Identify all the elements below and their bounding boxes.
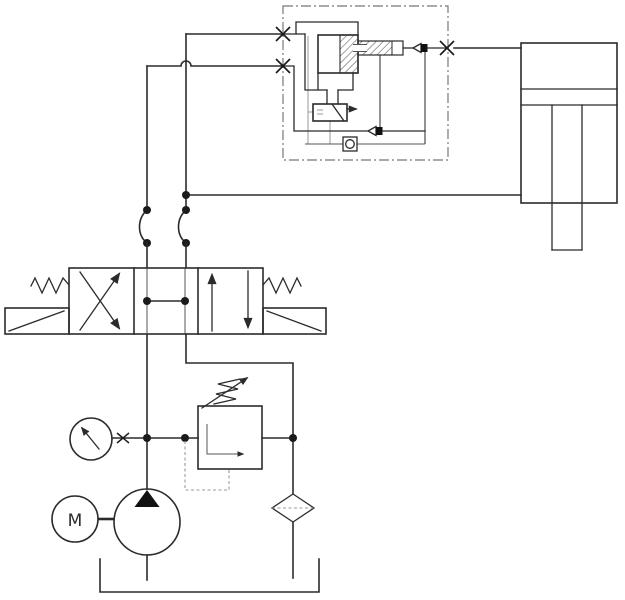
test-point-bottom-icon (275, 58, 291, 74)
test-point-right-icon (439, 40, 455, 56)
spring-right (262, 276, 302, 295)
valve-position-center (143, 268, 189, 334)
hydraulic-cylinder (453, 42, 618, 251)
flexible-hose-left (138, 206, 151, 269)
assembly-enclosure (282, 5, 449, 161)
gauge-dial (69, 417, 113, 461)
gauge-needle (80, 426, 100, 450)
relief-flow-path (206, 424, 245, 457)
check-valve-pilot (366, 125, 383, 137)
pipe-a-to-bottom-port (146, 60, 284, 67)
relief-valve-body (197, 405, 263, 470)
valve-position-crossed (79, 271, 121, 331)
flexible-hose-right (177, 191, 190, 269)
cylinder-rod (551, 104, 583, 251)
test-point-top-icon (275, 26, 291, 42)
hydraulic-pump (113, 488, 181, 556)
directional-valve-4-3 (4, 267, 327, 335)
assembly-pilot-valve (312, 103, 358, 122)
gauge-shutoff-icon (116, 432, 130, 444)
pipe-lines (111, 33, 522, 581)
motor-label: M (68, 511, 83, 531)
solenoid-right (262, 307, 327, 335)
filter-diamond (270, 493, 316, 523)
pressure-relief-valve (184, 376, 263, 491)
check-valve-main (402, 42, 449, 54)
pilot-valve-assembly (275, 5, 455, 161)
pressure-gauge (69, 417, 130, 461)
orifice (342, 136, 358, 152)
relief-adjust-arrow (201, 376, 249, 409)
electric-motor: M (51, 495, 114, 543)
spring-left (30, 276, 70, 295)
solenoid-left (4, 307, 70, 335)
pipe-t-line (185, 333, 294, 439)
filter (270, 493, 316, 523)
relief-pilot-line (184, 441, 230, 491)
body-outline (295, 21, 359, 36)
cylinder-body (520, 42, 618, 204)
valve-body (68, 267, 264, 335)
pump-flow-triangle (134, 490, 160, 507)
assembly-piston (317, 34, 404, 105)
valve-position-parallel (207, 270, 253, 332)
reservoir-tank (99, 558, 320, 593)
